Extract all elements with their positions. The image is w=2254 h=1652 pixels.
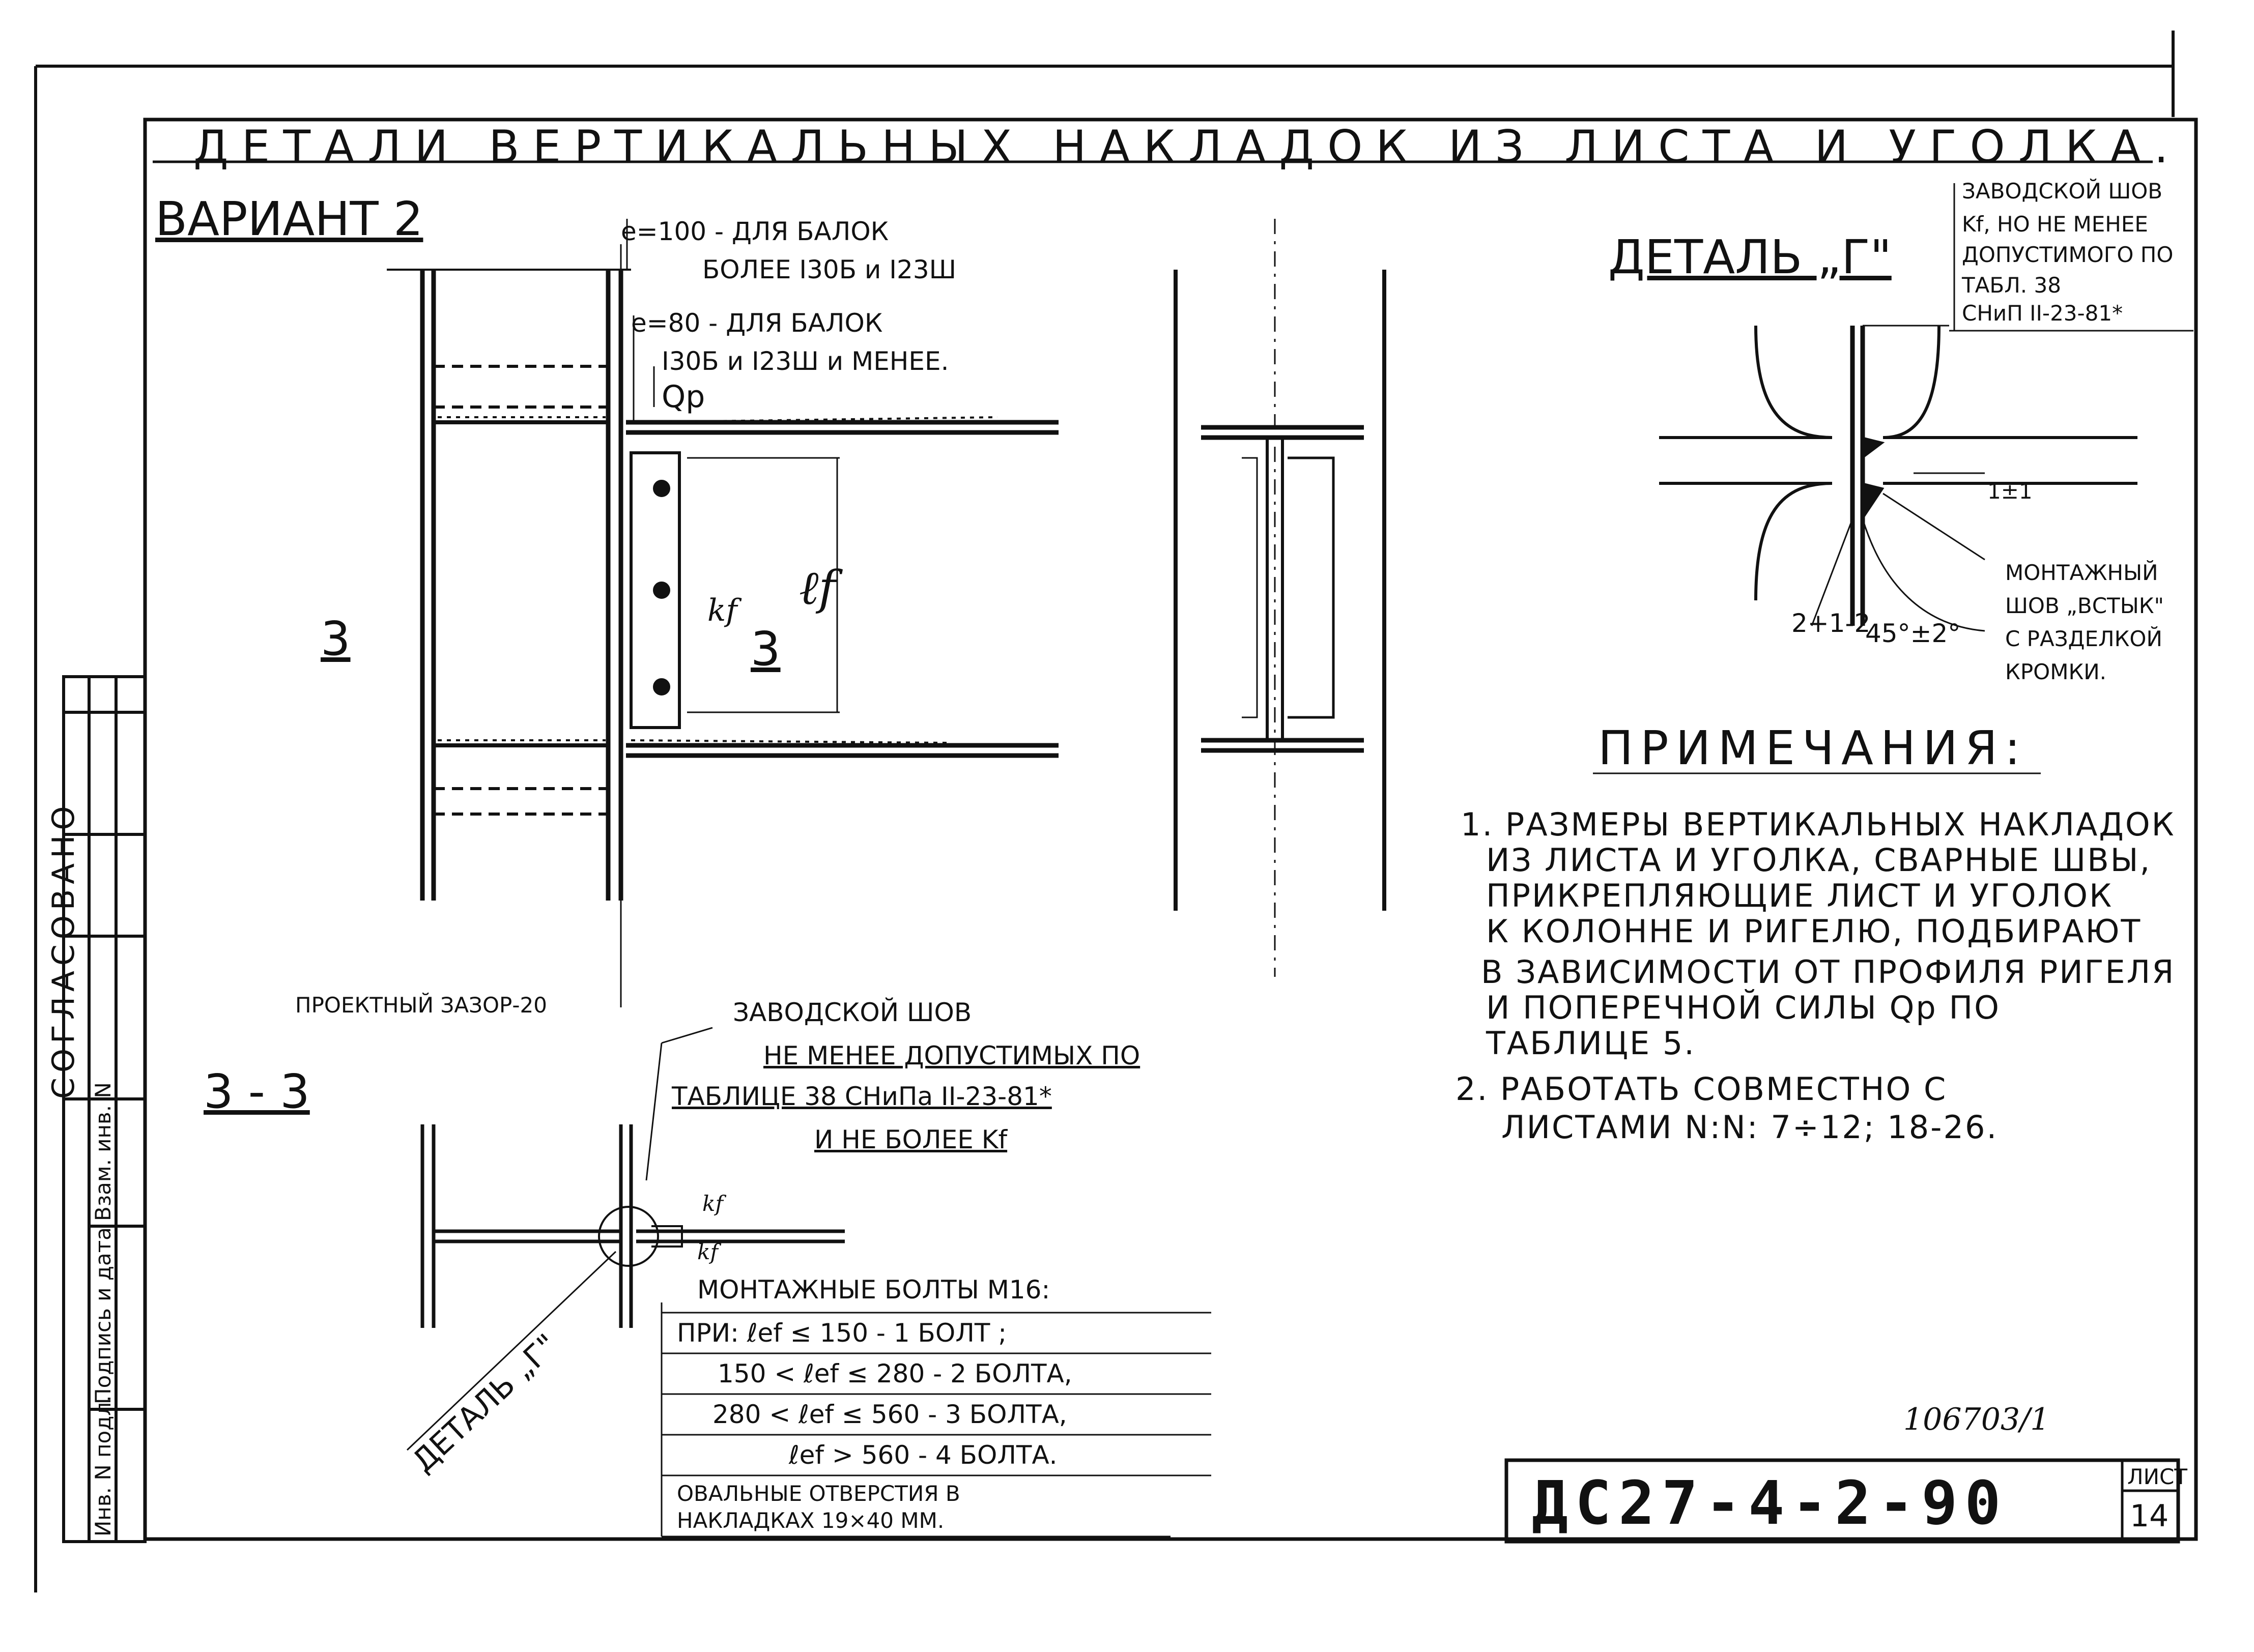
section-weld-line-3: ТАБЛИЦЕ 38 СНиПа II-23-81* (672, 1082, 1052, 1111)
detail-g-gap: 1±1 (1987, 479, 2033, 504)
note-line-4: К КОЛОННЕ И РИГЕЛЮ, ПОДБИРАЮТ (1486, 913, 2142, 950)
sheet-number: 14 (2130, 1498, 2169, 1534)
sheet-label: ЛИСТ (2127, 1464, 2187, 1489)
section-3-3-label: 3 - 3 (204, 1064, 310, 1119)
note-line-7: ТАБЛИЦЕ 5. (1486, 1025, 1696, 1062)
agreed-label: СОГЛАСОВАНО (46, 801, 81, 1099)
weld-leg-label: kf (707, 593, 737, 628)
document-code: ДС27-4-2-90 (1532, 1468, 2008, 1538)
signature-date-label: Подпись и дата (91, 1227, 116, 1404)
detail-g-angle: 45°±2° (1865, 619, 1961, 648)
notes-title: ПРИМЕЧАНИЯ: (1598, 721, 2028, 775)
note-line-2: ИЗ ЛИСТА И УГОЛКА, СВАРНЫЕ ШВЫ, (1486, 842, 2152, 879)
bolts-title: МОНТАЖНЫЕ БОЛТЫ М16: (697, 1275, 1050, 1305)
shear-force-label: Qp (662, 379, 705, 415)
detail-g-weld-line-1: ЗАВОДСКОЙ ШОВ (1962, 179, 2163, 204)
note-line-5: В ЗАВИСИМОСТИ ОТ ПРОФИЛЯ РИГЕЛЯ (1481, 953, 2176, 991)
bolts-footer-1: ОВАЛЬНЫЕ ОТВЕРСТИЯ В (677, 1481, 960, 1506)
bolts-footer-2: НАКЛАДКАХ 19×40 ММ. (677, 1508, 945, 1533)
bolts-row-2: 150 < ℓef ≤ 280 - 2 БОЛТА, (718, 1359, 1072, 1388)
section-mark-left: 3 (321, 612, 351, 666)
note-line-9: ЛИСТАМИ N:N: 7÷12; 18-26. (1501, 1109, 1999, 1146)
note-line-3: ПРИКРЕПЛЯЮЩИЕ ЛИСТ И УГОЛОК (1486, 877, 2114, 914)
dim-e100: e=100 - ДЛЯ БАЛОК (621, 217, 889, 246)
section-kf-bottom: kf (697, 1239, 718, 1264)
bolts-row-4: ℓef > 560 - 4 БОЛТА. (789, 1440, 1058, 1470)
detail-g-weld-line-5: СНиП II-23-81* (1962, 301, 2123, 326)
archive-number: 106703/1 (1903, 1402, 2050, 1437)
drawing-title: ДЕТАЛИ ВЕРТИКАЛЬНЫХ НАКЛАДОК ИЗ ЛИСТА И … (193, 121, 2182, 173)
detail-g-mount-2: ШОВ „ВСТЫК" (2005, 593, 2164, 618)
section-weld-line-4: И НЕ БОЛЕЕ Kf (814, 1125, 1008, 1154)
design-gap-label: ПРОЕКТНЫЙ ЗАЗОР-20 (295, 993, 547, 1018)
detail-g-mount-1: МОНТАЖНЫЙ (2005, 560, 2158, 585)
bolts-row-3: 280 < ℓef ≤ 560 - 3 БОЛТА, (712, 1400, 1067, 1429)
variant-label: ВАРИАНТ 2 (155, 192, 423, 246)
detail-g-dim-left: 2+1-2 (1791, 608, 1871, 638)
dim-e100-beams: БОЛЕЕ I30Б и I23Ш (702, 255, 957, 284)
note-line-8: 2. РАБОТАТЬ СОВМЕСТНО С (1456, 1070, 1948, 1108)
note-line-6: И ПОПЕРЕЧНОЙ СИЛЫ Qp ПО (1486, 989, 2001, 1026)
detail-g-mount-4: КРОМКИ. (2005, 659, 2107, 684)
detail-g-weld-line-4: ТАБЛ. 38 (1962, 273, 2061, 298)
section-mark-mid: 3 (751, 622, 781, 676)
detail-g-weld-line-3: ДОПУСТИМОГО ПО (1962, 242, 2174, 267)
section-weld-line-2: НЕ МЕНЕЕ ДОПУСТИМЫХ ПО (763, 1041, 1140, 1070)
detail-g-weld-line-2: Kf, НО НЕ МЕНЕЕ (1962, 212, 2148, 237)
replace-inventory-label: Взам. инв. N (91, 1082, 116, 1221)
detail-g-mount-3: С РАЗДЕЛКОЙ (2005, 626, 2162, 651)
detail-g-title: ДЕТАЛЬ „Г" (1608, 230, 1892, 284)
note-line-1: 1. РАЗМЕРЫ ВЕРТИКАЛЬНЫХ НАКЛАДОК (1461, 806, 2176, 843)
inventory-label: Инв. N подл. (91, 1395, 116, 1537)
section-weld-line-1: ЗАВОДСКОЙ ШОВ (733, 998, 972, 1027)
bolts-row-1: ПРИ: ℓef ≤ 150 - 1 БОЛТ ; (677, 1318, 1007, 1348)
length-label: ℓf (799, 561, 836, 615)
dim-e80-beams: I30Б и I23Ш и МЕНЕЕ. (662, 346, 949, 376)
section-kf-top: kf (702, 1191, 723, 1216)
dim-e80: e=80 - ДЛЯ БАЛОК (631, 308, 883, 338)
